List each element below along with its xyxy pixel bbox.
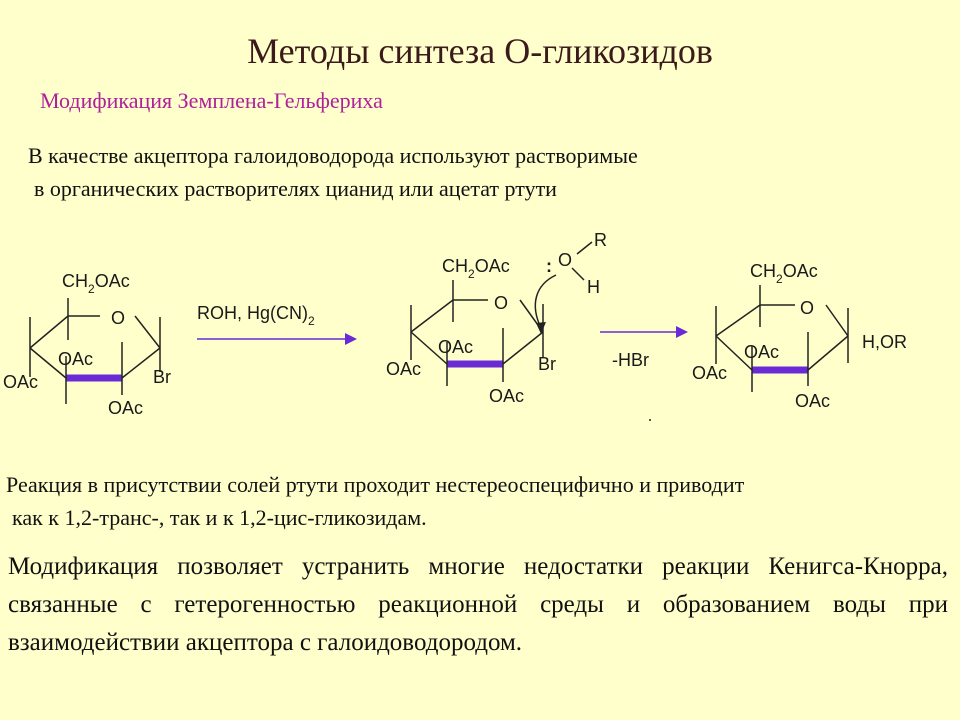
- oac-c4-label: OAc: [3, 372, 38, 392]
- result-line-1: Реакция в присутствии солей ртути проход…: [6, 472, 745, 497]
- svg-text:CH2OAc: CH2OAc: [62, 271, 130, 296]
- ch2-label: CH: [442, 256, 468, 276]
- oac-c3-label: OAc: [58, 349, 93, 369]
- alcohol-oxygen-label: O: [558, 250, 572, 270]
- oac-c2-label: OAc: [795, 391, 830, 411]
- svg-text:CH2OAc: CH2OAc: [442, 256, 510, 281]
- ring-oxygen-label: O: [111, 308, 125, 328]
- reaction-scheme: CH2OAc O OAc OAc OAc Br ROH, Hg(CN)2 CH2…: [3, 230, 907, 421]
- hydrogen-label: H: [587, 277, 600, 297]
- intro-line-1: В качестве акцептора галоидоводорода исп…: [28, 143, 638, 168]
- oac-c3-label: OAc: [438, 337, 473, 357]
- ch2-label: CH: [62, 271, 88, 291]
- bromine-label: Br: [153, 367, 171, 387]
- oac-c2-label: OAc: [108, 398, 143, 418]
- result-line-2: как к 1,2-транс-, так и к 1,2-цис-гликоз…: [12, 505, 427, 530]
- conclusion-paragraph: Модификация позволяет устранить многие н…: [8, 553, 948, 656]
- curved-arrow: [534, 274, 557, 329]
- method-subtitle: Модификация Земплена-Гельфериха: [40, 88, 383, 113]
- hbr-elimination-label: -HBr: [612, 350, 649, 370]
- arrow-step-1: ROH, Hg(CN)2: [197, 303, 357, 345]
- page-title: Методы синтеза О-гликозидов: [247, 31, 713, 71]
- lone-pair-label: :: [546, 256, 552, 276]
- oac-c4-label: OAc: [386, 359, 421, 379]
- molecule-glycosyl-bromide: CH2OAc O OAc OAc OAc Br: [3, 271, 171, 418]
- svg-text:ROH, Hg(CN)2: ROH, Hg(CN)2: [197, 303, 315, 328]
- ch2-label: CH: [750, 261, 776, 281]
- oac-c4-label: OAc: [692, 363, 727, 383]
- alcohol-nucleophile: : O R H: [534, 230, 607, 334]
- ring-oxygen-label: O: [800, 298, 814, 318]
- oac-c2-label: OAc: [489, 386, 524, 406]
- molecule-glycoside: CH2OAc O OAc OAc OAc H,OR: [692, 261, 907, 411]
- ring-oxygen-label: O: [494, 293, 508, 313]
- bromine-label: Br: [538, 354, 556, 374]
- intro-line-2: в органических растворителях цианид или …: [34, 176, 557, 201]
- reagent-label: ROH, Hg(CN): [197, 303, 308, 323]
- svg-text:CH2OAc: CH2OAc: [750, 261, 818, 286]
- oac-c3-label: OAc: [744, 342, 779, 362]
- anomeric-substituent-label: H,OR: [862, 332, 907, 352]
- molecule-intermediate: CH2OAc O OAc OAc OAc Br: [386, 256, 556, 406]
- arrow-step-2: -HBr: [600, 326, 688, 421]
- r-group-label: R: [594, 230, 607, 250]
